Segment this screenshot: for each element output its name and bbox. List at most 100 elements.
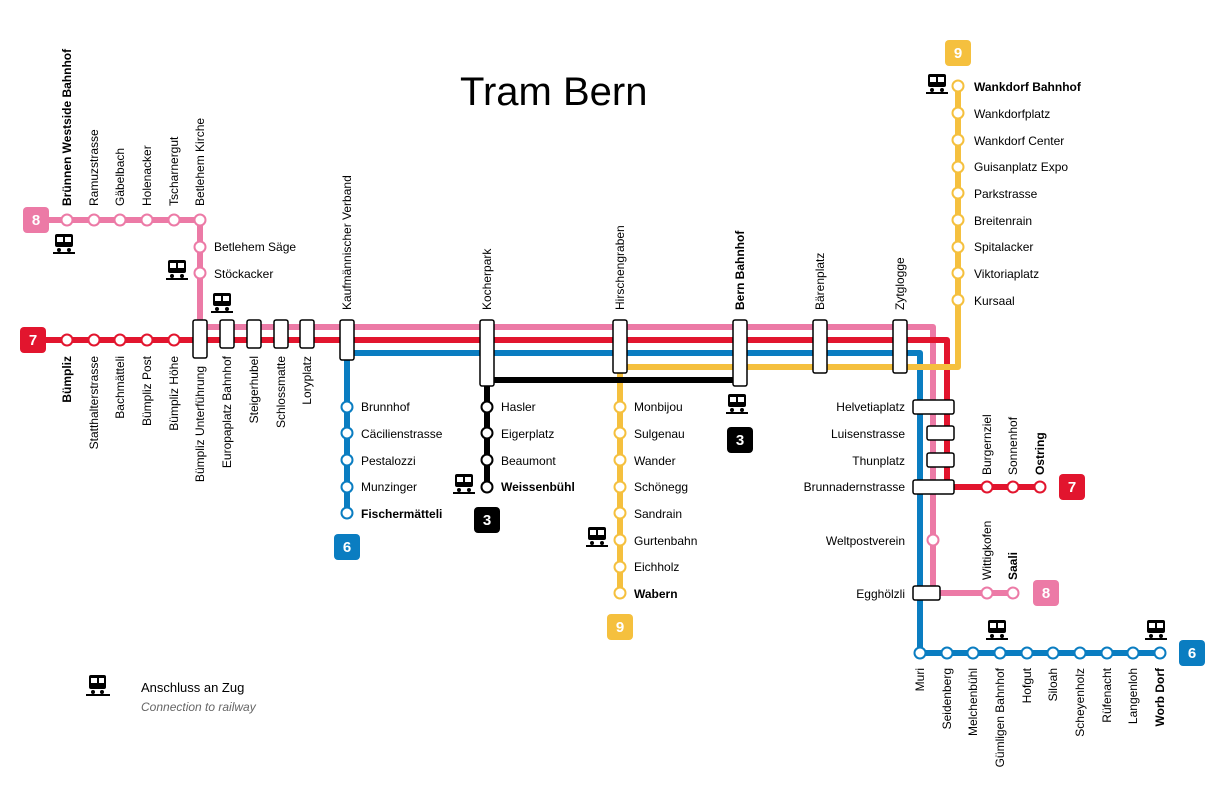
line-badge-l8-0[interactable] xyxy=(23,207,49,233)
stop-s9[interactable] xyxy=(60,333,74,347)
stop-s34[interactable] xyxy=(613,480,627,494)
stop-s31[interactable] xyxy=(613,400,627,414)
line-badge-l9-5[interactable] xyxy=(607,614,633,640)
stop-s28[interactable] xyxy=(480,453,494,467)
stop-s26[interactable] xyxy=(480,400,494,414)
station-label-s17: Schlossmatte xyxy=(274,356,288,428)
interchange-s30[interactable] xyxy=(612,319,628,374)
interchange-s61[interactable] xyxy=(912,585,941,601)
station-label-s36: Gurtenbahn xyxy=(634,534,697,548)
stop-s50[interactable] xyxy=(951,293,965,307)
station-label-s10: Statthalterstrasse xyxy=(87,356,101,450)
stop-s63[interactable] xyxy=(940,646,954,660)
interchange-s51[interactable] xyxy=(912,399,955,415)
stop-s65[interactable] xyxy=(993,646,1007,660)
stop-s67[interactable] xyxy=(1046,646,1060,660)
interchange-s52[interactable] xyxy=(926,425,955,441)
stop-s35[interactable] xyxy=(613,506,627,520)
line-badge-l6-9[interactable] xyxy=(1179,640,1205,666)
stop-s62[interactable] xyxy=(913,646,927,660)
stop-s13[interactable] xyxy=(167,333,181,347)
stop-s20[interactable] xyxy=(340,400,354,414)
station-label-s54: Brunnadernstrasse xyxy=(804,480,906,494)
stop-s7[interactable] xyxy=(193,240,207,254)
interchange-s53[interactable] xyxy=(926,452,955,468)
line-badge-l8-8[interactable] xyxy=(1033,580,1059,606)
interchange-s14[interactable] xyxy=(192,319,208,359)
line-badge-l3-4[interactable] xyxy=(727,427,753,453)
stop-s36[interactable] xyxy=(613,533,627,547)
stop-s47[interactable] xyxy=(951,213,965,227)
stop-s10[interactable] xyxy=(87,333,101,347)
stop-s66[interactable] xyxy=(1020,646,1034,660)
station-label-s4: Holenacker xyxy=(140,145,154,206)
train-icon xyxy=(86,675,110,696)
interchange-s15[interactable] xyxy=(219,319,235,349)
stop-s69[interactable] xyxy=(1100,646,1114,660)
stop-s12[interactable] xyxy=(140,333,154,347)
stop-s23[interactable] xyxy=(340,480,354,494)
station-label-s9: Bümpliz xyxy=(60,356,74,403)
stop-s59[interactable] xyxy=(980,586,994,600)
stop-s60[interactable] xyxy=(1006,586,1020,600)
interchange-s39[interactable] xyxy=(732,319,748,387)
stop-s29[interactable] xyxy=(480,480,494,494)
station-label-s7: Betlehem Säge xyxy=(214,240,296,254)
stop-s55[interactable] xyxy=(980,480,994,494)
stop-s21[interactable] xyxy=(340,426,354,440)
stop-s46[interactable] xyxy=(951,186,965,200)
stop-s45[interactable] xyxy=(951,160,965,174)
stop-s38[interactable] xyxy=(613,586,627,600)
stop-s1[interactable] xyxy=(60,213,74,227)
stop-s24[interactable] xyxy=(340,506,354,520)
station-label-s24: Fischermätteli xyxy=(361,507,442,521)
station-label-s59: Wittigkofen xyxy=(980,521,994,580)
interchange-s16[interactable] xyxy=(246,319,262,349)
station-label-s69: Rüfenacht xyxy=(1100,667,1114,722)
line-badge-l6-2[interactable] xyxy=(334,534,360,560)
interchange-s41[interactable] xyxy=(892,319,908,374)
stop-s64[interactable] xyxy=(966,646,980,660)
stop-s43[interactable] xyxy=(951,106,965,120)
line-badge-l7-1[interactable] xyxy=(20,327,46,353)
stop-s3[interactable] xyxy=(113,213,127,227)
line-badge-label-l6-9: 6 xyxy=(1188,645,1196,662)
stop-s71[interactable] xyxy=(1153,646,1167,660)
stop-s42[interactable] xyxy=(951,79,965,93)
stop-s37[interactable] xyxy=(613,560,627,574)
line-badge-l9-6[interactable] xyxy=(945,40,971,66)
legend-translation: Connection to railway xyxy=(141,700,256,714)
stop-s5[interactable] xyxy=(167,213,181,227)
line-badge-l7-7[interactable] xyxy=(1059,474,1085,500)
station-label-s15: Europaplatz Bahnhof xyxy=(220,355,234,468)
stop-s27[interactable] xyxy=(480,426,494,440)
stop-s6[interactable] xyxy=(193,213,207,227)
stop-s56[interactable] xyxy=(1006,480,1020,494)
stop-s2[interactable] xyxy=(87,213,101,227)
station-label-s68: Scheyenholz xyxy=(1073,668,1087,737)
interchange-s17[interactable] xyxy=(273,319,289,349)
interchange-s19[interactable] xyxy=(339,319,355,361)
stop-s48[interactable] xyxy=(951,240,965,254)
stop-s32[interactable] xyxy=(613,426,627,440)
station-label-s50: Kursaal xyxy=(974,294,1015,308)
stop-s11[interactable] xyxy=(113,333,127,347)
interchange-s18[interactable] xyxy=(299,319,315,349)
stop-s4[interactable] xyxy=(140,213,154,227)
line-badge-l3-3[interactable] xyxy=(474,507,500,533)
stop-s57[interactable] xyxy=(1033,480,1047,494)
stop-s8[interactable] xyxy=(193,266,207,280)
stop-s33[interactable] xyxy=(613,453,627,467)
stop-s70[interactable] xyxy=(1126,646,1140,660)
stop-s58[interactable] xyxy=(926,533,940,547)
station-label-s51: Helvetiaplatz xyxy=(836,400,905,414)
stop-s44[interactable] xyxy=(951,133,965,147)
interchange-s54[interactable] xyxy=(912,479,955,495)
interchange-s40[interactable] xyxy=(812,319,828,374)
line-badge-label-l9-6: 9 xyxy=(954,45,962,62)
station-label-s67: Siloah xyxy=(1046,668,1060,701)
stop-s68[interactable] xyxy=(1073,646,1087,660)
stop-s49[interactable] xyxy=(951,266,965,280)
stop-s22[interactable] xyxy=(340,453,354,467)
interchange-s25[interactable] xyxy=(479,319,495,387)
